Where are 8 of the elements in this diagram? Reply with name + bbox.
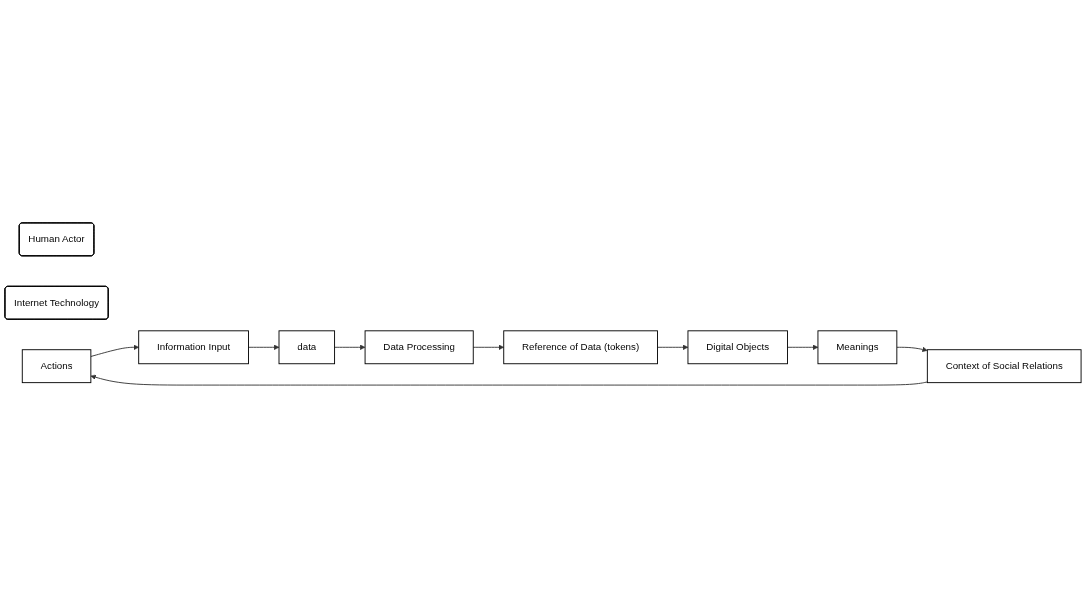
node-box: Digital Objects — [687, 329, 788, 364]
node-box: Information Input — [138, 329, 249, 364]
node-box: Meanings — [817, 329, 898, 364]
node-box: Actions — [21, 348, 92, 383]
node-box: Reference of Data (tokens) — [503, 329, 658, 364]
node-box: data — [278, 329, 336, 364]
node-box: Data Processing — [364, 329, 474, 364]
node-box: Context of Social Relations — [926, 348, 1082, 383]
